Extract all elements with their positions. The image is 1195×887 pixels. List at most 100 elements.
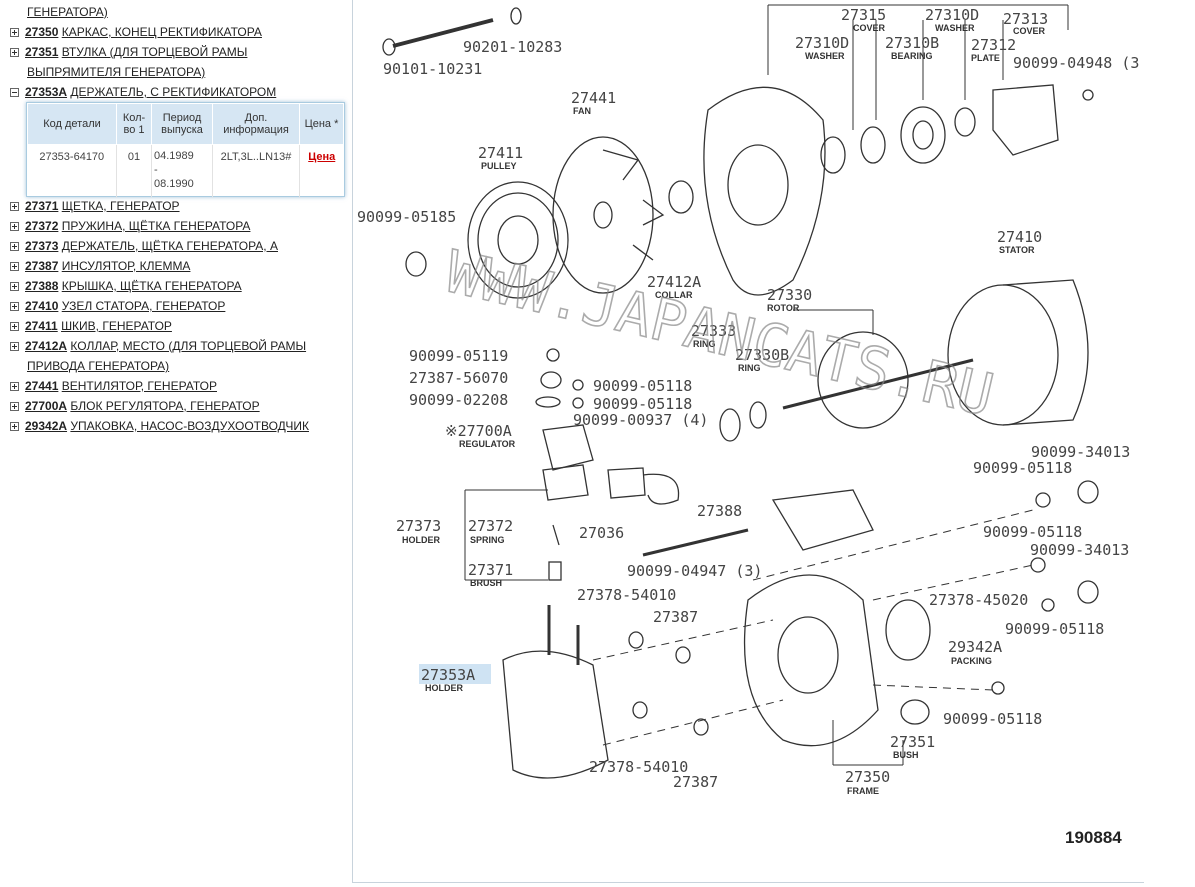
part-label[interactable]: 90101-10231 bbox=[383, 60, 482, 78]
part-label[interactable]: 90099-05185 bbox=[357, 208, 456, 226]
part-label[interactable]: 90099-05118 bbox=[943, 710, 1042, 728]
part-code-link[interactable]: 27373 bbox=[25, 239, 59, 253]
part-code-link[interactable]: 27441 bbox=[25, 379, 59, 393]
part-name-link[interactable]: ДЕРЖАТЕЛЬ, С РЕКТИФИКАТОРОМ bbox=[70, 85, 277, 99]
tree-item-27371[interactable]: 27371 ЩЕТКА, ГЕНЕРАТОР bbox=[10, 196, 345, 216]
part-name-link[interactable]: УПАКОВКА, НАСОС-ВОЗДУХООТВОДЧИК bbox=[70, 419, 309, 433]
tree-item-29342A[interactable]: 29342A УПАКОВКА, НАСОС-ВОЗДУХООТВОДЧИК bbox=[10, 416, 345, 436]
part-code-link[interactable]: 29342A bbox=[25, 419, 68, 433]
part-label[interactable]: 90099-04948 (3 bbox=[1013, 54, 1139, 72]
part-label[interactable]: 27378-54010 bbox=[589, 758, 688, 776]
part-name-continuation[interactable]: ПРИВОДА ГЕНЕРАТОРА) bbox=[27, 359, 170, 373]
part-label[interactable]: 90099-05118 bbox=[973, 459, 1072, 477]
part-label[interactable]: 27333 bbox=[691, 322, 736, 340]
part-label[interactable]: 27387 bbox=[653, 608, 698, 626]
expand-plus-icon[interactable] bbox=[10, 202, 19, 211]
part-label[interactable]: 27330 bbox=[767, 286, 812, 304]
part-label[interactable]: 90099-02208 bbox=[409, 391, 508, 409]
part-code-link[interactable]: 27351 bbox=[25, 45, 59, 59]
part-label[interactable]: 29342A bbox=[948, 638, 1002, 656]
tree-item-continuation[interactable]: ГЕНЕРАТОРА) bbox=[27, 5, 108, 19]
part-label[interactable]: 27310B bbox=[885, 34, 939, 52]
part-label[interactable]: 27387-56070 bbox=[409, 369, 508, 387]
part-name-link[interactable]: БЛОК РЕГУЛЯТОРА, ГЕНЕРАТОР bbox=[70, 399, 260, 413]
part-label[interactable]: 27315 bbox=[841, 6, 886, 24]
part-label[interactable]: 27412A bbox=[647, 273, 701, 291]
part-name-link[interactable]: УЗЕЛ СТАТОРА, ГЕНЕРАТОР bbox=[61, 299, 226, 313]
expand-plus-icon[interactable] bbox=[10, 382, 19, 391]
part-label[interactable]: 27313 bbox=[1003, 10, 1048, 28]
expand-plus-icon[interactable] bbox=[10, 422, 19, 431]
part-label[interactable]: 27310D bbox=[795, 34, 849, 52]
part-code-link[interactable]: 27387 bbox=[25, 259, 59, 273]
part-name-link[interactable]: ДЕРЖАТЕЛЬ, ЩЁТКА ГЕНЕРАТОРА, А bbox=[61, 239, 278, 253]
part-name-link[interactable]: КАРКАС, КОНЕЦ РЕКТИФИКАТОРА bbox=[61, 25, 262, 39]
part-label[interactable]: 90099-34013 bbox=[1030, 541, 1129, 559]
part-name-link[interactable]: ЩЕТКА, ГЕНЕРАТОР bbox=[61, 199, 180, 213]
expand-plus-icon[interactable] bbox=[10, 342, 19, 351]
part-label[interactable]: 27441 bbox=[571, 89, 616, 107]
tree-item-27412A[interactable]: 27412A КОЛЛАР, МЕСТО (ДЛЯ ТОРЦЕВОЙ РАМЫ bbox=[10, 336, 345, 356]
part-label[interactable]: 90099-00937 (4) bbox=[573, 411, 708, 429]
part-label[interactable]: 27310D bbox=[925, 6, 979, 24]
part-code-link[interactable]: 27353A bbox=[25, 85, 68, 99]
tree-item-27700A[interactable]: 27700A БЛОК РЕГУЛЯТОРА, ГЕНЕРАТОР bbox=[10, 396, 345, 416]
part-label[interactable]: 27378-54010 bbox=[577, 586, 676, 604]
collapse-minus-icon[interactable] bbox=[10, 88, 19, 97]
part-code-link[interactable]: 27411 bbox=[25, 319, 58, 333]
part-label[interactable]: ※27700A bbox=[445, 422, 512, 440]
part-name-link[interactable]: ВТУЛКА (ДЛЯ ТОРЦЕВОЙ РАМЫ bbox=[61, 45, 248, 59]
part-label[interactable]: 27387 bbox=[673, 773, 718, 791]
part-label[interactable]: 90201-10283 bbox=[463, 38, 562, 56]
expand-plus-icon[interactable] bbox=[10, 302, 19, 311]
part-name-link[interactable]: ИНСУЛЯТОР, КЛЕММА bbox=[61, 259, 191, 273]
expand-plus-icon[interactable] bbox=[10, 242, 19, 251]
part-label[interactable]: 27312 bbox=[971, 36, 1016, 54]
part-label[interactable]: 27330B bbox=[735, 346, 789, 364]
tree-item-27373[interactable]: 27373 ДЕРЖАТЕЛЬ, ЩЁТКА ГЕНЕРАТОРА, А bbox=[10, 236, 345, 256]
part-code-link[interactable]: 27371 bbox=[25, 199, 59, 213]
part-code-link[interactable]: 27372 bbox=[25, 219, 59, 233]
part-name-link[interactable]: ПРУЖИНА, ЩЁТКА ГЕНЕРАТОРА bbox=[61, 219, 251, 233]
tree-item-27441[interactable]: 27441 ВЕНТИЛЯТОР, ГЕНЕРАТОР bbox=[10, 376, 345, 396]
part-label[interactable]: 27373 bbox=[396, 517, 441, 535]
tree-item-27388[interactable]: 27388 КРЫШКА, ЩЁТКА ГЕНЕРАТОРА bbox=[10, 276, 345, 296]
tree-item-27411[interactable]: 27411 ШКИВ, ГЕНЕРАТОР bbox=[10, 316, 345, 336]
price-link[interactable]: Цена bbox=[308, 151, 336, 163]
tree-item-27410[interactable]: 27410 УЗЕЛ СТАТОРА, ГЕНЕРАТОР bbox=[10, 296, 345, 316]
part-name-link[interactable]: ВЕНТИЛЯТОР, ГЕНЕРАТОР bbox=[61, 379, 217, 393]
expand-plus-icon[interactable] bbox=[10, 48, 19, 57]
part-code-link[interactable]: 27350 bbox=[25, 25, 59, 39]
part-label[interactable]: 90099-04947 (3) bbox=[627, 562, 762, 580]
expand-plus-icon[interactable] bbox=[10, 222, 19, 231]
part-label[interactable]: 27388 bbox=[697, 502, 742, 520]
tree-item-27372[interactable]: 27372 ПРУЖИНА, ЩЁТКА ГЕНЕРАТОРА bbox=[10, 216, 345, 236]
part-label[interactable]: 90099-05118 bbox=[1005, 620, 1104, 638]
tree-item-27353A[interactable]: 27353A ДЕРЖАТЕЛЬ, С РЕКТИФИКАТОРОМ bbox=[10, 82, 345, 102]
part-code-link[interactable]: 27700A bbox=[25, 399, 68, 413]
expand-plus-icon[interactable] bbox=[10, 322, 19, 331]
tree-item-27387[interactable]: 27387 ИНСУЛЯТОР, КЛЕММА bbox=[10, 256, 345, 276]
part-code-link[interactable]: 27410 bbox=[25, 299, 59, 313]
part-name-continuation[interactable]: ВЫПРЯМИТЕЛЯ ГЕНЕРАТОРА) bbox=[27, 65, 206, 79]
part-code-link[interactable]: 27388 bbox=[25, 279, 59, 293]
part-label[interactable]: 90099-05118 bbox=[593, 377, 692, 395]
expand-plus-icon[interactable] bbox=[10, 262, 19, 271]
part-name-link[interactable]: ШКИВ, ГЕНЕРАТОР bbox=[61, 319, 172, 333]
part-label[interactable]: 90099-05118 bbox=[983, 523, 1082, 541]
part-label[interactable]: 27036 bbox=[579, 524, 624, 542]
part-label-27353A[interactable]: 27353A bbox=[421, 666, 475, 684]
expand-plus-icon[interactable] bbox=[10, 282, 19, 291]
tree-item-27350[interactable]: 27350 КАРКАС, КОНЕЦ РЕКТИФИКАТОРА bbox=[10, 22, 345, 42]
part-label[interactable]: 27378-45020 bbox=[929, 591, 1028, 609]
part-label[interactable]: 27351 bbox=[890, 733, 935, 751]
part-label[interactable]: 27350 bbox=[845, 768, 890, 786]
part-label[interactable]: 27410 bbox=[997, 228, 1042, 246]
part-label[interactable]: 90099-34013 bbox=[1031, 443, 1130, 461]
expand-plus-icon[interactable] bbox=[10, 402, 19, 411]
part-label[interactable]: 27411 bbox=[478, 144, 523, 162]
expand-plus-icon[interactable] bbox=[10, 28, 19, 37]
part-label[interactable]: 27372 bbox=[468, 517, 513, 535]
part-code-link[interactable]: 27412A bbox=[25, 339, 68, 353]
part-name-link[interactable]: КОЛЛАР, МЕСТО (ДЛЯ ТОРЦЕВОЙ РАМЫ bbox=[70, 339, 307, 353]
